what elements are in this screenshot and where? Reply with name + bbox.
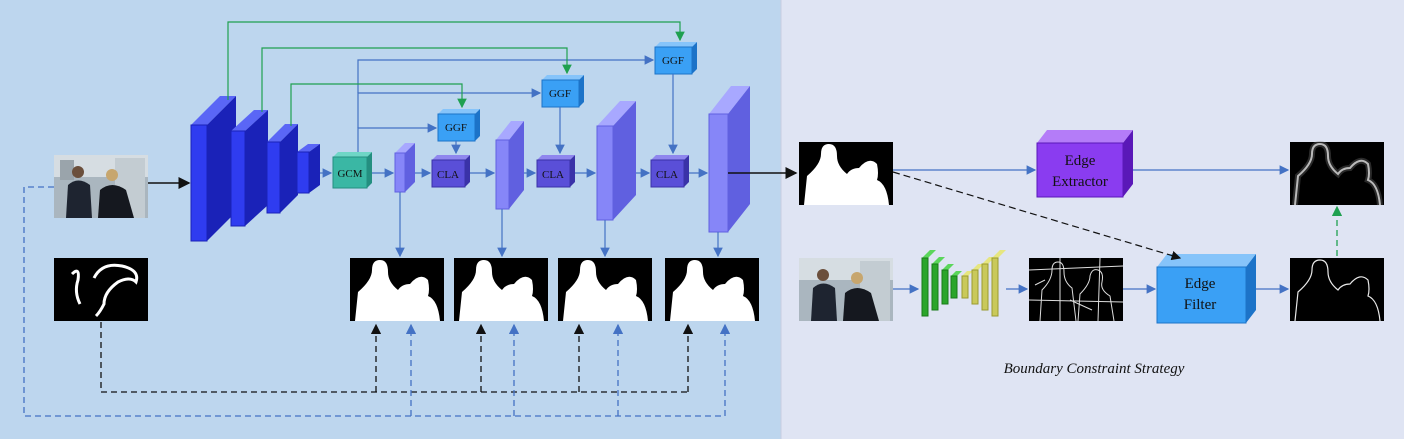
ggf-module-3: GGF: [654, 42, 697, 75]
cla-label-3: CLA: [656, 169, 678, 181]
image-supervision-lines: [23, 186, 731, 417]
ggf-module-2: GGF: [541, 75, 584, 108]
encoder-block-4: [296, 144, 320, 194]
encoder-skip-arrows: [227, 21, 685, 126]
cla-module-1: CLA: [431, 155, 470, 188]
mask-4: [665, 258, 759, 321]
decoder-block-1: [394, 143, 415, 193]
decoder-block-4: [708, 86, 750, 233]
gcm-module: GCM: [332, 152, 372, 189]
left-panel: [0, 0, 781, 439]
edge-map-image: [1028, 257, 1124, 322]
encoder-block-2: [230, 110, 268, 227]
edge-extractor-module: Edge Extractor: [1036, 130, 1133, 198]
filtered-edge-image: [1290, 258, 1384, 322]
cla-module-3: CLA: [650, 155, 689, 188]
scribble-image: [54, 258, 148, 321]
cla-module-2: CLA: [536, 155, 575, 188]
edge-filter-line-1: Edge: [1185, 276, 1216, 292]
boundary-caption: Boundary Constraint Strategy: [1004, 361, 1185, 377]
cla-label-1: CLA: [437, 169, 459, 181]
mask-1: [350, 258, 444, 321]
edge-filter-line-2: Filter: [1184, 297, 1217, 313]
encoder-block-1: [190, 96, 236, 242]
ggf-label-1: GGF: [445, 122, 467, 134]
scribble-supervision-lines: [100, 322, 694, 393]
edge-filter-module: Edge Filter: [1156, 254, 1256, 324]
mask-3: [558, 258, 652, 321]
decoder-block-3: [596, 101, 636, 221]
edge-extractor-line-2: Extractor: [1052, 174, 1108, 190]
mask-2: [454, 258, 548, 321]
boundary-arrows: [893, 165, 1290, 294]
ggf-label-2: GGF: [549, 88, 571, 100]
edge-extractor-line-1: Edge: [1065, 153, 1096, 169]
input-image-right: [799, 258, 893, 321]
edge-result-image: [1290, 140, 1384, 206]
mask-to-filter-arrow: [892, 171, 1182, 261]
encoder: [190, 96, 320, 242]
predicted-masks: [350, 258, 759, 321]
edge-network: [921, 250, 1006, 317]
output-mask: [799, 142, 893, 205]
input-image: [54, 155, 148, 218]
encoder-block-3: [266, 124, 298, 214]
ggf-module-1: GGF: [437, 109, 480, 142]
main-flow-arrows: [148, 55, 723, 258]
right-panel: [781, 0, 1404, 439]
ggf-label-3: GGF: [662, 55, 684, 67]
decoder: [394, 86, 750, 233]
cla-label-2: CLA: [542, 169, 564, 181]
gcm-label: GCM: [337, 168, 362, 180]
decoder-block-2: [495, 121, 524, 210]
